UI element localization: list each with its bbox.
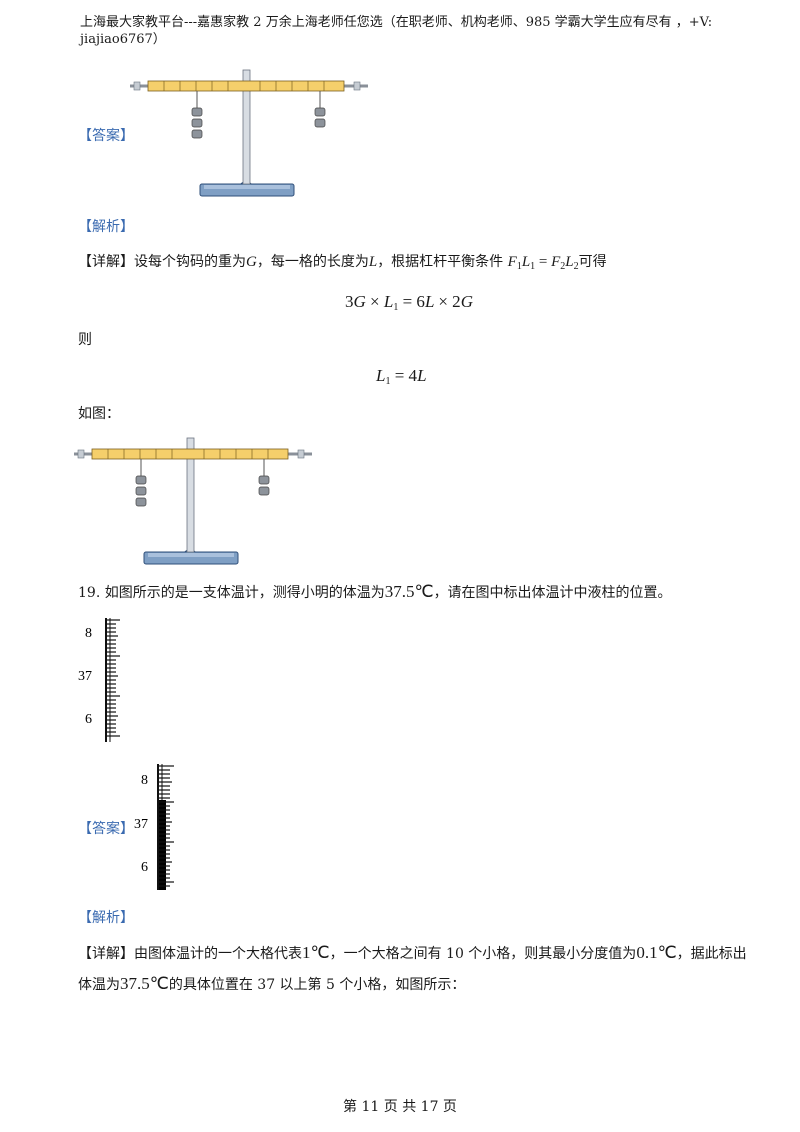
balance-condition-formula: F1L1 = F2L2 [507, 254, 579, 272]
q18-ze: 则 [78, 332, 92, 348]
q19-detail-line-2: 体温为37.5℃的具体位置在 37 以上第 5 个小格，如图所示： [78, 974, 466, 993]
q19-question: 19. 如图所示的是一支体温计，测得小明的体温为37.5℃，请在图中标出体温计中… [78, 582, 672, 601]
q18-detail-tag: 【详解】 [78, 254, 134, 270]
lever-solution-figure [74, 437, 312, 565]
liquid-column [158, 800, 166, 890]
q19-detail: 【详解】由图体温计的一个大格代表1℃，一个大格之间有 10 个小格，则其最小分度… [78, 938, 758, 1000]
thermo-ticks [106, 619, 120, 737]
thermo-answer-ticks [158, 765, 174, 887]
q18-detail: 【详解】设每个钩码的重为G，每一格的长度为L，根据杠杆平衡条件 F1L1 = F… [78, 254, 607, 272]
thermo-answer-label-37: 37 [134, 817, 148, 832]
page-header: 上海最大家教平台---嘉惠家教 2 万余上海老师任您选（在职老师、机构老师、98… [80, 14, 740, 48]
thermometer-answer: 8 37 6 [134, 764, 174, 890]
q19-answer-tag: 【答案】 [78, 821, 134, 837]
lever-answer-figure [130, 69, 368, 197]
q19-detail-line-1: 【详解】由图体温计的一个大格代表1℃，一个大格之间有 10 个小格，则其最小分度… [78, 943, 747, 962]
page-footer: 第 11 页 共 17 页 [343, 1099, 457, 1115]
q18-rutu: 如图： [78, 406, 120, 422]
thermo-label-6: 6 [85, 712, 92, 727]
header-line-1: 上海最大家教平台---嘉惠家教 2 万余上海老师任您选（在职老师、机构老师、98… [80, 15, 713, 30]
q18-analysis-tag: 【解析】 [78, 219, 134, 235]
header-line-2: jiajiao6767） [80, 32, 166, 47]
thermo-answer-label-6: 6 [141, 860, 148, 875]
thermo-answer-label-8: 8 [141, 773, 148, 788]
thermometer-question: 8 37 6 [78, 618, 120, 742]
equation-1: 3G × L1 = 6L × 2G [345, 292, 473, 313]
equation-2: L1 = 4L [376, 366, 427, 387]
thermo-label-8: 8 [85, 626, 92, 641]
q18-answer-tag: 【答案】 [78, 128, 134, 144]
thermo-label-37: 37 [78, 669, 92, 684]
q19-analysis-tag: 【解析】 [78, 910, 134, 926]
